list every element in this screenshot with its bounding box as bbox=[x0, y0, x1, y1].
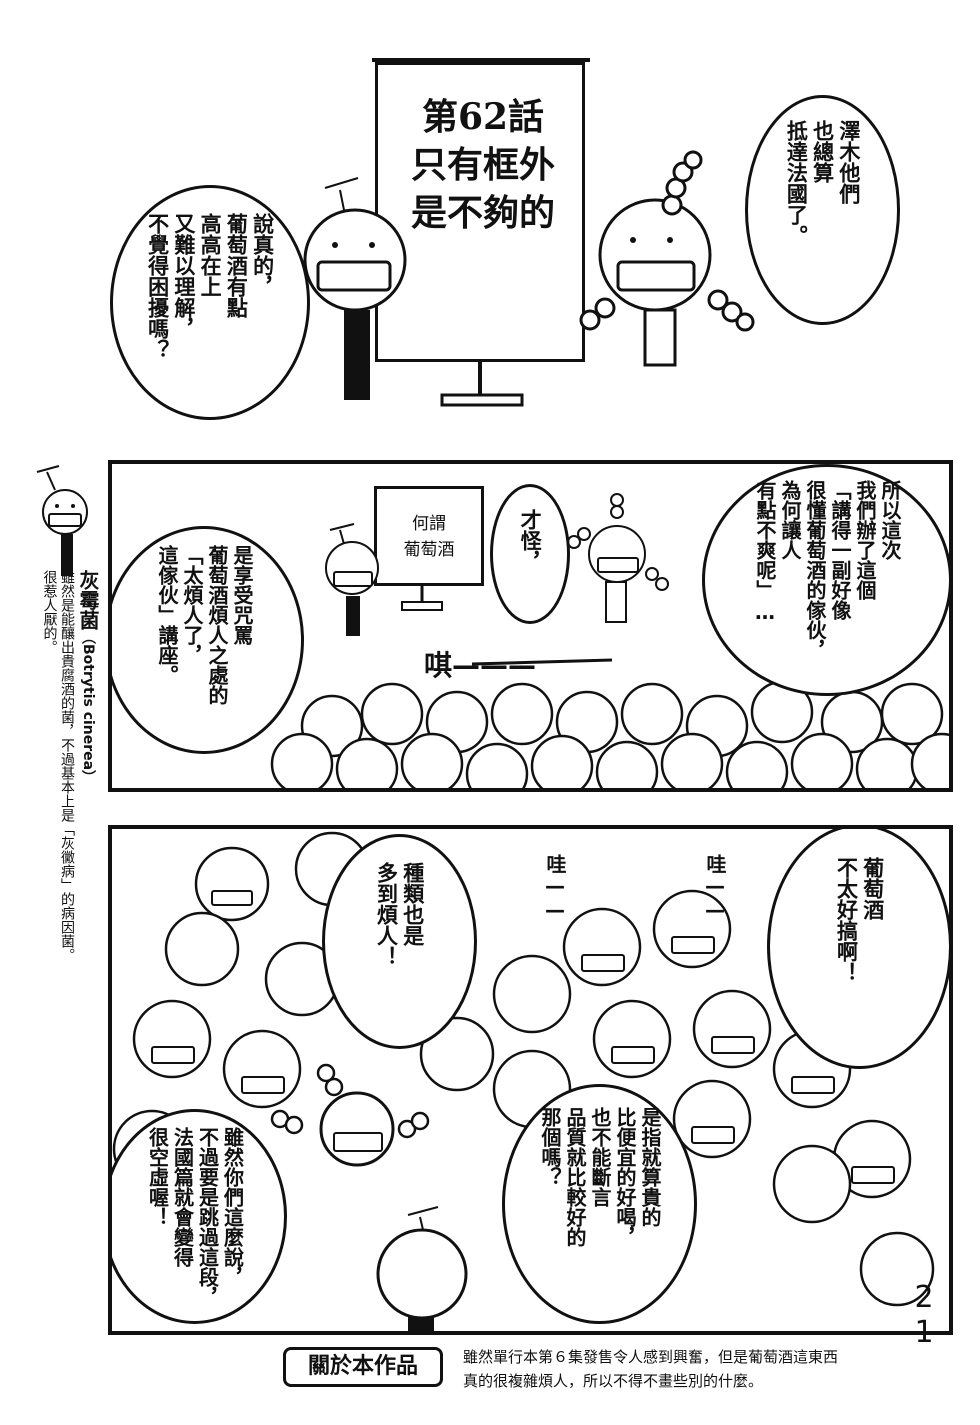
panel-2: 哇—— 哇—— 葡萄酒 不太好搞啊！ 種類也是 多到煩人！ 是指就算貴的 比便宜… bbox=[108, 825, 953, 1335]
sound-effect-1: 哇—— bbox=[543, 854, 567, 922]
side-note-character bbox=[36, 465, 88, 576]
side-note-heading: 灰霉菌（Botrytis cinerea） bbox=[75, 570, 100, 980]
speech-text: 說真的， 葡萄酒有點 高高在上 又難以理解， 不覺得困擾嗎？ bbox=[145, 212, 275, 360]
panel-1: 何謂 葡萄酒 唭——— 所以這次 我們辦了這 bbox=[108, 460, 953, 792]
crowd-heads bbox=[112, 831, 935, 1331]
wine-sign: 何謂 葡萄酒 bbox=[374, 486, 484, 586]
grey-mold-character bbox=[303, 177, 407, 400]
speech-text: 種類也是 多到煩人！ bbox=[374, 861, 425, 967]
wine-sign-stand bbox=[270, 493, 949, 788]
side-note-name: 灰霉菌 bbox=[76, 570, 100, 630]
footer-label: 關於本作品 bbox=[283, 1347, 443, 1387]
beaded-character bbox=[579, 150, 755, 367]
title-section: 第62話 只有框外 是不夠的 澤木他們 也總算 bbox=[0, 0, 980, 450]
speech-bubble-p1-right: 所以這次 我們辦了這個 「講得一副好像 很懂葡萄酒的傢伙， 為何讓人 有點不爽呢… bbox=[702, 464, 949, 696]
speech-bubble-top-right: 澤木他們 也總算 抵達法國了。 bbox=[745, 95, 900, 325]
speech-text: 是指就算貴的 比便宜的好喝， 也不能斷言 品質就比較好的 那個嗎？ bbox=[538, 1106, 662, 1247]
speech-bubble-p2-left: 雖然你們這麼說， 不過要是跳過這段， 法國篇就會變得 很空虛喔！ bbox=[112, 1109, 287, 1324]
easel-stand bbox=[372, 58, 590, 407]
footer-text: 雖然單行本第６集發售令人感到興奮，但是葡萄酒這東西 真的很複雜煩人，所以不得不畫… bbox=[463, 1345, 838, 1393]
sound-effect: 唭——— bbox=[424, 649, 537, 682]
chapter-title: 第62話 只有框外 是不夠的 bbox=[378, 93, 588, 237]
speech-text: 才怪， bbox=[518, 509, 543, 572]
speech-text: 所以這次 我們辦了這個 「講得一副好像 很懂葡萄酒的傢伙， 為何讓人 有點不爽呢… bbox=[753, 480, 902, 660]
chapter-title-line1: 第62話 bbox=[421, 96, 545, 138]
speech-bubble-p2-right: 葡萄酒 不太好搞啊！ bbox=[767, 829, 949, 1069]
speech-bubble-top-left: 說真的， 葡萄酒有點 高高在上 又難以理解， 不覺得困擾嗎？ bbox=[110, 185, 310, 420]
speech-bubble-p2-mid: 是指就算貴的 比便宜的好喝， 也不能斷言 品質就比較好的 那個嗎？ bbox=[502, 1084, 697, 1324]
chapter-title-line3: 是不夠的 bbox=[410, 192, 555, 234]
sound-effect-2: 哇—— bbox=[703, 854, 727, 922]
speech-text: 是享受咒罵 葡萄酒煩人之處的 「太煩人了， 這傢伙」講座。 bbox=[155, 545, 254, 705]
speech-text: 澤木他們 也總算 抵達法國了。 bbox=[784, 120, 861, 246]
wine-sign-text: 何謂 葡萄酒 bbox=[403, 514, 455, 560]
speech-text: 葡萄酒 不太好搞啊！ bbox=[834, 856, 885, 983]
speech-text: 雖然你們這麼說， 不過要是跳過這段， 法國篇就會變得 很空虛喔！ bbox=[145, 1126, 245, 1307]
chapter-title-line2: 只有框外 bbox=[410, 144, 555, 186]
side-note-description: 雖然是能釀出貴腐酒的菌，不過基本上是「灰黴病」的病因菌。 很惹人厭的。 bbox=[41, 570, 76, 962]
speech-bubble-p1-mid: 才怪， bbox=[490, 484, 570, 624]
footer: 關於本作品 雖然單行本第６集發售令人感到興奮，但是葡萄酒這東西 真的很複雜煩人，… bbox=[283, 1345, 923, 1395]
side-note-latin: （Botrytis cinerea） bbox=[80, 630, 96, 785]
speech-bubble-p1-left: 是享受咒罵 葡萄酒煩人之處的 「太煩人了， 這傢伙」講座。 bbox=[112, 526, 304, 754]
footer-text-line2: 真的很複雜煩人，所以不得不畫些別的什麼。 bbox=[463, 1372, 764, 1390]
side-note: 灰霉菌（Botrytis cinerea） 雖然是能釀出貴腐酒的菌，不過基本上是… bbox=[20, 570, 101, 990]
footer-text-line1: 雖然單行本第６集發售令人感到興奮，但是葡萄酒這東西 bbox=[463, 1348, 839, 1366]
page-number: 21 bbox=[906, 1280, 942, 1350]
speech-bubble-p2-top: 種類也是 多到煩人！ bbox=[322, 834, 477, 1049]
title-board: 第62話 只有框外 是不夠的 bbox=[375, 62, 585, 362]
